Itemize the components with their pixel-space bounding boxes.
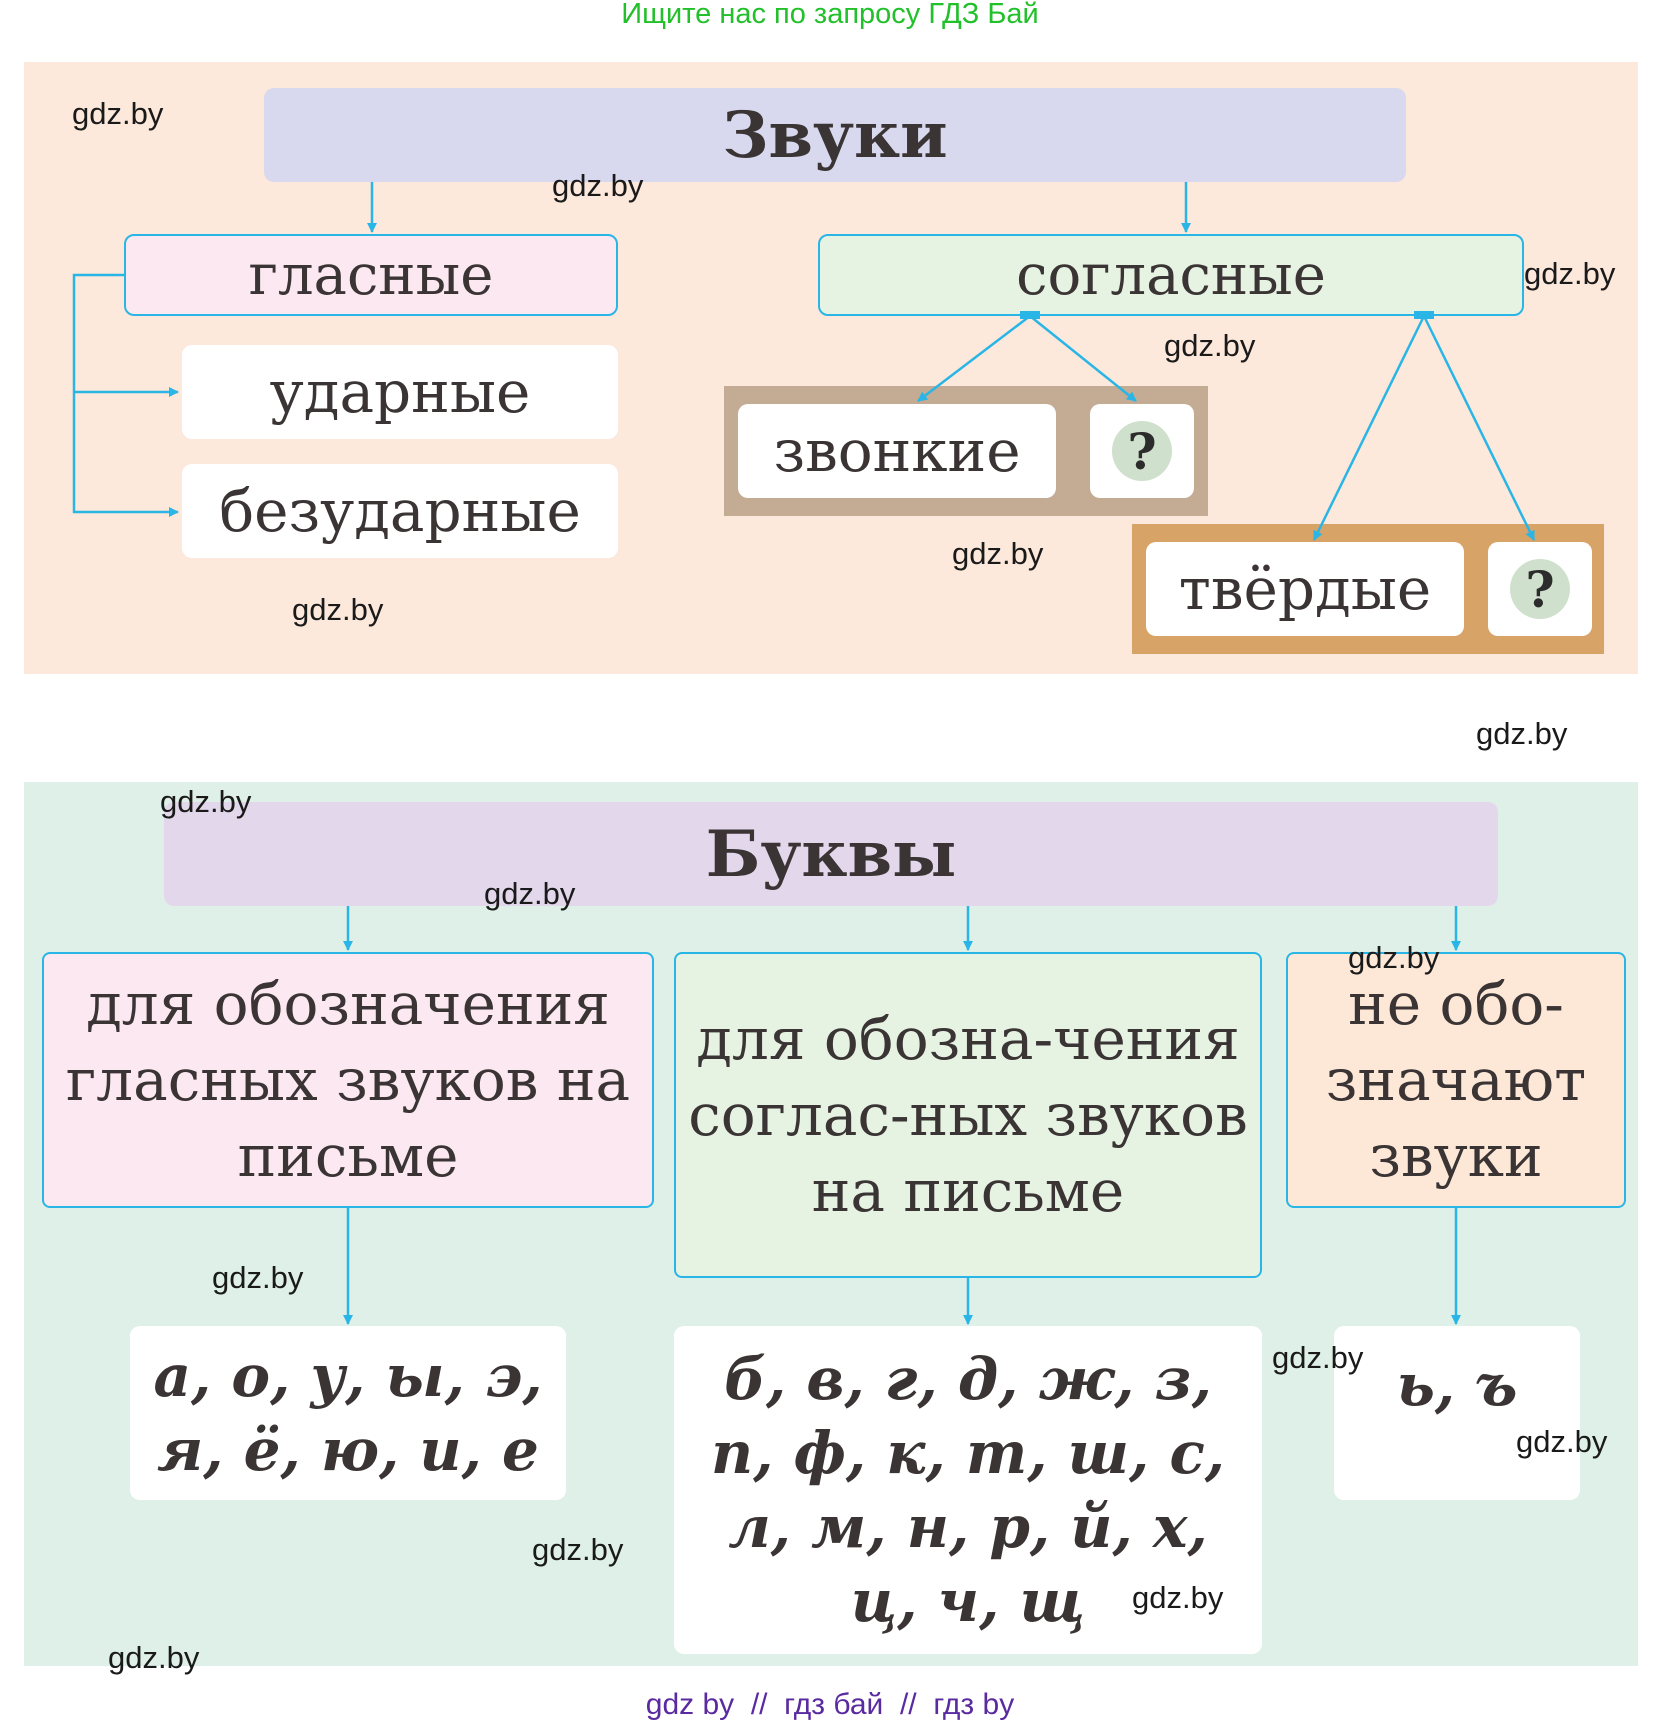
watermark: gdz.by [1348,940,1440,975]
consonant-letters-column: для обозна-чения соглас-ных звуков на пи… [674,952,1262,1278]
consonant-letters-list: б, в, г, д, ж, з, п, ф, к, т, ш, с, л, м… [674,1326,1262,1654]
unknown-pair-box: ? [1090,404,1194,498]
watermark: gdz.by [1132,1580,1224,1615]
question-mark-icon: ? [1510,559,1570,619]
stressed-node: ударные [182,345,618,439]
unstressed-node: безударные [182,464,618,558]
watermark: gdz.by [484,876,576,911]
watermark: gdz.by [1476,716,1568,751]
watermark: gdz.by [1516,1424,1608,1459]
search-hint: Ищите нас по запросу ГДЗ Бай [621,0,1039,30]
watermark: gdz.by [160,784,252,819]
watermark: gdz.by [292,592,384,627]
watermark: gdz.by [1524,256,1616,291]
vowels-node: гласные [124,234,618,316]
hard-node: твёрдые [1146,542,1464,636]
silent-letters-text: ь, ъ [1396,1351,1518,1419]
vowel-letters-list: а, о, у, ы, э, я, ё, ю, и, е [130,1326,566,1500]
watermark: gdz.by [1272,1340,1364,1375]
footer-links: gdz by // гдз бай // гдз by [645,1688,1015,1721]
watermark: gdz.by [532,1532,624,1567]
vowel-letters-column: для обозначения гласных звуков на письме [42,952,654,1208]
consonants-node: согласные [818,234,1524,316]
watermark: gdz.by [108,1640,200,1675]
watermark: gdz.by [72,96,164,131]
watermark: gdz.by [1164,328,1256,363]
silent-letters-column: не обо-значают звуки [1286,952,1626,1208]
watermark: gdz.by [952,536,1044,571]
question-mark-icon: ? [1112,421,1172,481]
silent-letters-list: ь, ъ [1334,1326,1580,1500]
watermark: gdz.by [552,168,644,203]
watermark: gdz.by [212,1260,304,1295]
sounds-title: Звуки [264,88,1406,182]
unknown-hardness-box: ? [1488,542,1592,636]
letters-title: Буквы [164,802,1498,906]
voiced-node: звонкие [738,404,1056,498]
